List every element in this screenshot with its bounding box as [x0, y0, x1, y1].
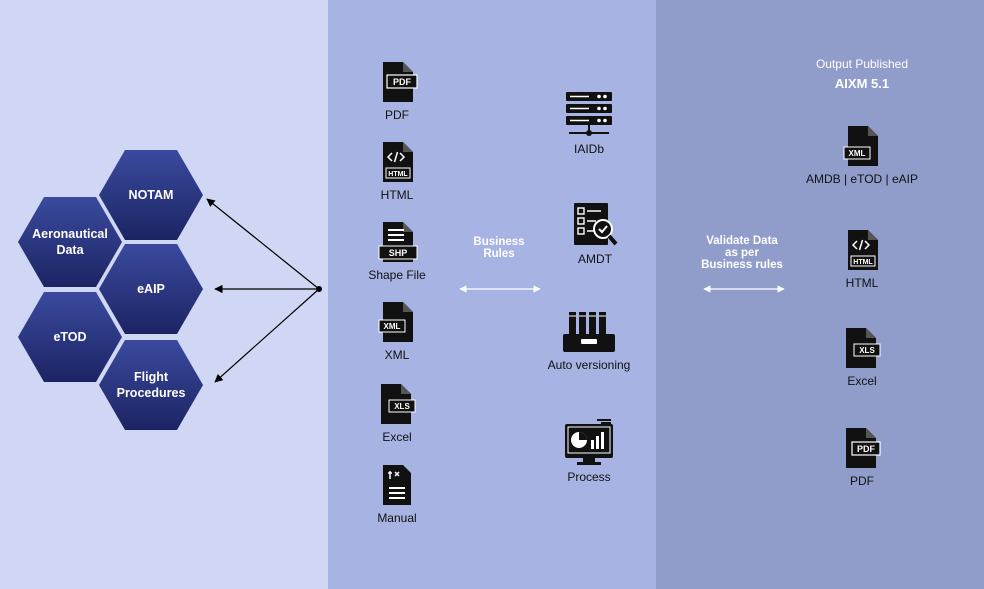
pdf-badge-text: PDF: [393, 77, 412, 87]
output-excel: XLS Excel: [802, 326, 922, 388]
checklist-magnifier-icon: [574, 203, 618, 246]
arrow-to-notam: [206, 198, 320, 290]
input-pdf-label: PDF: [385, 108, 409, 122]
output-panel: [656, 0, 984, 589]
pdf-file-icon: PDF: [383, 62, 418, 102]
xml-file-icon: XML: [843, 126, 878, 166]
arrow-junction-dot: [316, 286, 322, 292]
input-excel: XLS Excel: [337, 382, 457, 444]
process-label: Process: [567, 470, 611, 484]
input-shape-file: SHP Shape File: [337, 220, 457, 282]
shp-file-icon: SHP: [378, 222, 418, 262]
input-pdf: PDF PDF: [337, 60, 457, 122]
auto-versioning-item: Auto versioning: [529, 308, 649, 372]
xls-file-icon: XLS: [381, 384, 416, 424]
input-xml: XML XML: [337, 300, 457, 362]
xls-file-icon: XLS: [846, 328, 881, 368]
manual-document-icon: [383, 465, 411, 505]
hexagon-aeronautical-data-label: Aeronautical Data: [32, 227, 108, 257]
output-published-heading: Output Published: [815, 57, 909, 71]
hexagon-eaip-label: eAIP: [137, 282, 165, 296]
hexagon-etod-label: eTOD: [53, 330, 87, 344]
monitor-chart-icon: [565, 419, 613, 465]
output-amdb-label: AMDB | eTOD | eAIP: [805, 172, 919, 186]
output-excel-label: Excel: [847, 374, 877, 388]
iaidb-label: IAIDb: [573, 142, 604, 156]
input-xml-label: XML: [384, 348, 410, 362]
auto-versioning-label: Auto versioning: [547, 358, 631, 372]
amdt-label: AMDT: [578, 252, 612, 266]
validate-data-label: Validate Data as per Business rules: [701, 235, 783, 271]
amdt-item: AMDT: [535, 202, 655, 266]
xls-badge-text: XLS: [859, 346, 875, 355]
business-rules-label: Business Rules: [473, 236, 525, 260]
xml-file-icon: XML: [378, 302, 413, 342]
html-badge-text: HTML: [388, 171, 408, 178]
xml-badge-text: XML: [384, 322, 401, 331]
html-badge-text: HTML: [853, 259, 873, 266]
hexagon-notam-label: NOTAM: [128, 188, 174, 202]
input-manual-label: Manual: [377, 511, 417, 525]
pdf-badge-text: PDF: [857, 444, 876, 454]
input-html: HTML HTML: [337, 140, 457, 202]
html-file-icon: HTML: [848, 230, 878, 270]
output-pdf: PDF PDF: [802, 426, 922, 488]
iaidb-item: IAIDb: [529, 90, 649, 156]
xls-badge-text: XLS: [394, 402, 410, 411]
output-pdf-label: PDF: [850, 474, 874, 488]
server-database-icon: [566, 92, 612, 136]
input-shape-file-label: Shape File: [368, 268, 426, 282]
arrow-to-flight-procedures: [214, 288, 320, 383]
process-item: Process: [529, 418, 649, 484]
output-html-label: HTML: [845, 276, 879, 290]
input-manual: Manual: [337, 463, 457, 525]
html-file-icon: HTML: [383, 142, 413, 182]
output-amdb: XML AMDB | eTOD | eAIP: [802, 124, 922, 186]
shp-badge-text: SHP: [389, 248, 408, 258]
input-html-label: HTML: [380, 188, 414, 202]
aixm-standard-heading: AIXM 5.1: [834, 76, 890, 91]
output-html: HTML HTML: [802, 228, 922, 290]
xml-badge-text: XML: [849, 149, 866, 158]
hexagon-flight-procedures-label: Flight Procedures: [116, 370, 186, 400]
input-excel-label: Excel: [382, 430, 412, 444]
pdf-file-icon: PDF: [846, 428, 881, 468]
archive-files-icon: [563, 312, 615, 352]
